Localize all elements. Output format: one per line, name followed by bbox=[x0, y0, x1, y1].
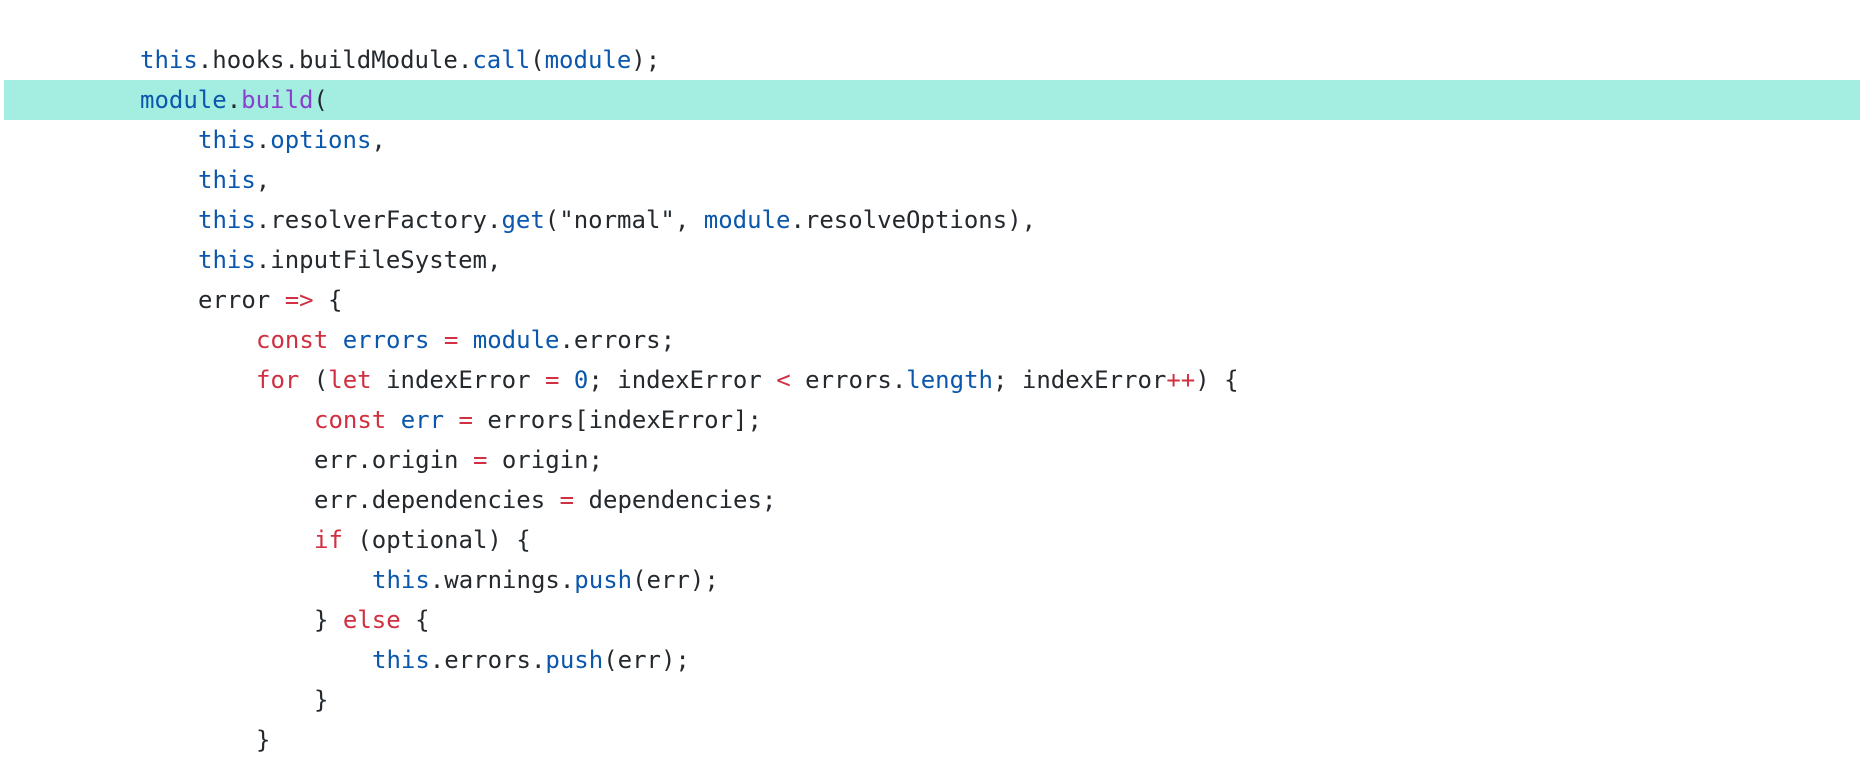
code-token: ( bbox=[299, 366, 329, 394]
code-token: } bbox=[256, 726, 271, 754]
code-token: .errors; bbox=[559, 326, 676, 354]
code-token: let bbox=[328, 366, 372, 394]
code-token: this bbox=[198, 206, 256, 234]
code-line[interactable]: error => { bbox=[0, 280, 1860, 320]
code-line[interactable]: } bbox=[0, 680, 1860, 720]
code-token: err.origin bbox=[314, 446, 473, 474]
code-token: const bbox=[256, 326, 329, 354]
code-token: errors. bbox=[790, 366, 907, 394]
code-token: => bbox=[284, 286, 314, 314]
code-token: get bbox=[501, 206, 545, 234]
code-token: this bbox=[372, 646, 430, 674]
code-token: for bbox=[256, 366, 300, 394]
code-token: . bbox=[255, 126, 271, 154]
code-token: .inputFileSystem, bbox=[255, 246, 502, 274]
code-token: module bbox=[703, 206, 791, 234]
code-token: (err); bbox=[603, 646, 690, 674]
code-token: module bbox=[544, 46, 632, 74]
code-line[interactable]: this, bbox=[0, 160, 1860, 200]
code-token: push bbox=[574, 566, 633, 594]
code-line[interactable]: if (optional) { bbox=[0, 520, 1860, 560]
code-line[interactable]: this.warnings.push(err); bbox=[0, 560, 1860, 600]
code-token: .errors. bbox=[429, 646, 546, 674]
code-token bbox=[559, 366, 573, 394]
code-line[interactable]: } bbox=[0, 720, 1860, 760]
code-token: call bbox=[472, 46, 531, 74]
code-token: (err); bbox=[632, 566, 719, 594]
code-token: . bbox=[226, 86, 242, 114]
code-token: options bbox=[270, 126, 372, 154]
code-line[interactable]: const err = errors[indexError]; bbox=[0, 400, 1860, 440]
code-token: , bbox=[255, 166, 271, 194]
code-token: = bbox=[472, 446, 488, 474]
code-token bbox=[386, 406, 400, 434]
code-token: origin; bbox=[487, 446, 603, 474]
code-token: module bbox=[472, 326, 560, 354]
code-line[interactable]: err.origin = origin; bbox=[0, 440, 1860, 480]
code-token: .warnings. bbox=[429, 566, 575, 594]
code-token: { bbox=[313, 286, 343, 314]
code-token: (optional) { bbox=[342, 526, 531, 554]
code-line[interactable]: err.dependencies = dependencies; bbox=[0, 480, 1860, 520]
code-line[interactable]: for (let indexError = 0; indexError < er… bbox=[0, 360, 1860, 400]
code-token: } bbox=[314, 686, 329, 714]
code-line[interactable]: this.hooks.buildModule.call(module); bbox=[0, 40, 1860, 80]
code-token: = bbox=[443, 326, 459, 354]
code-token: = bbox=[559, 486, 575, 514]
code-token: = bbox=[545, 366, 560, 394]
code-token: const bbox=[314, 406, 387, 434]
code-token: ; indexError bbox=[992, 366, 1167, 394]
code-token: this bbox=[372, 566, 430, 594]
code-token: errors bbox=[342, 326, 430, 354]
code-token: indexError bbox=[371, 366, 546, 394]
code-token bbox=[429, 326, 443, 354]
code-token: errors[indexError]; bbox=[472, 406, 762, 434]
code-line[interactable]: this.inputFileSystem, bbox=[0, 240, 1860, 280]
code-token: < bbox=[776, 366, 791, 394]
code-token: ) { bbox=[1195, 366, 1239, 394]
code-token: } bbox=[314, 606, 343, 634]
code-line[interactable]: this.resolverFactory.get("normal", modul… bbox=[0, 200, 1860, 240]
code-token: this bbox=[140, 46, 198, 74]
code-token: err.dependencies bbox=[314, 486, 560, 514]
code-token: this bbox=[198, 166, 256, 194]
code-token: this bbox=[198, 126, 256, 154]
code-token: error bbox=[198, 286, 285, 314]
code-token bbox=[328, 326, 342, 354]
code-token: ; indexError bbox=[588, 366, 777, 394]
code-token: ( bbox=[530, 46, 545, 74]
code-token: , bbox=[371, 126, 386, 154]
code-token: .resolverFactory. bbox=[255, 206, 502, 234]
code-token: .resolveOptions), bbox=[790, 206, 1037, 234]
code-token: { bbox=[400, 606, 430, 634]
code-token: err bbox=[400, 406, 445, 434]
code-token bbox=[458, 326, 472, 354]
code-line[interactable]: } else { bbox=[0, 600, 1860, 640]
code-token: .hooks.buildModule. bbox=[197, 46, 473, 74]
code-line[interactable]: this.options, bbox=[0, 120, 1860, 160]
code-token: ( bbox=[313, 86, 328, 114]
code-token: = bbox=[458, 406, 473, 434]
code-token: ); bbox=[631, 46, 661, 74]
code-token: else bbox=[342, 606, 401, 634]
code-token: length bbox=[906, 366, 993, 394]
code-token bbox=[444, 406, 458, 434]
code-token: dependencies; bbox=[574, 486, 777, 514]
code-token: this bbox=[198, 246, 256, 274]
code-token: module bbox=[140, 86, 227, 114]
code-token: ++ bbox=[1166, 366, 1196, 394]
code-token: if bbox=[314, 526, 343, 554]
code-token: ("normal", bbox=[544, 206, 704, 234]
code-token: 0 bbox=[573, 366, 589, 394]
code-token: push bbox=[545, 646, 604, 674]
code-line[interactable]: const errors = module.errors; bbox=[0, 320, 1860, 360]
code-line-highlighted[interactable]: module.build( bbox=[4, 80, 1860, 120]
code-token: build bbox=[241, 86, 314, 114]
code-line[interactable]: this.errors.push(err); bbox=[0, 640, 1860, 680]
